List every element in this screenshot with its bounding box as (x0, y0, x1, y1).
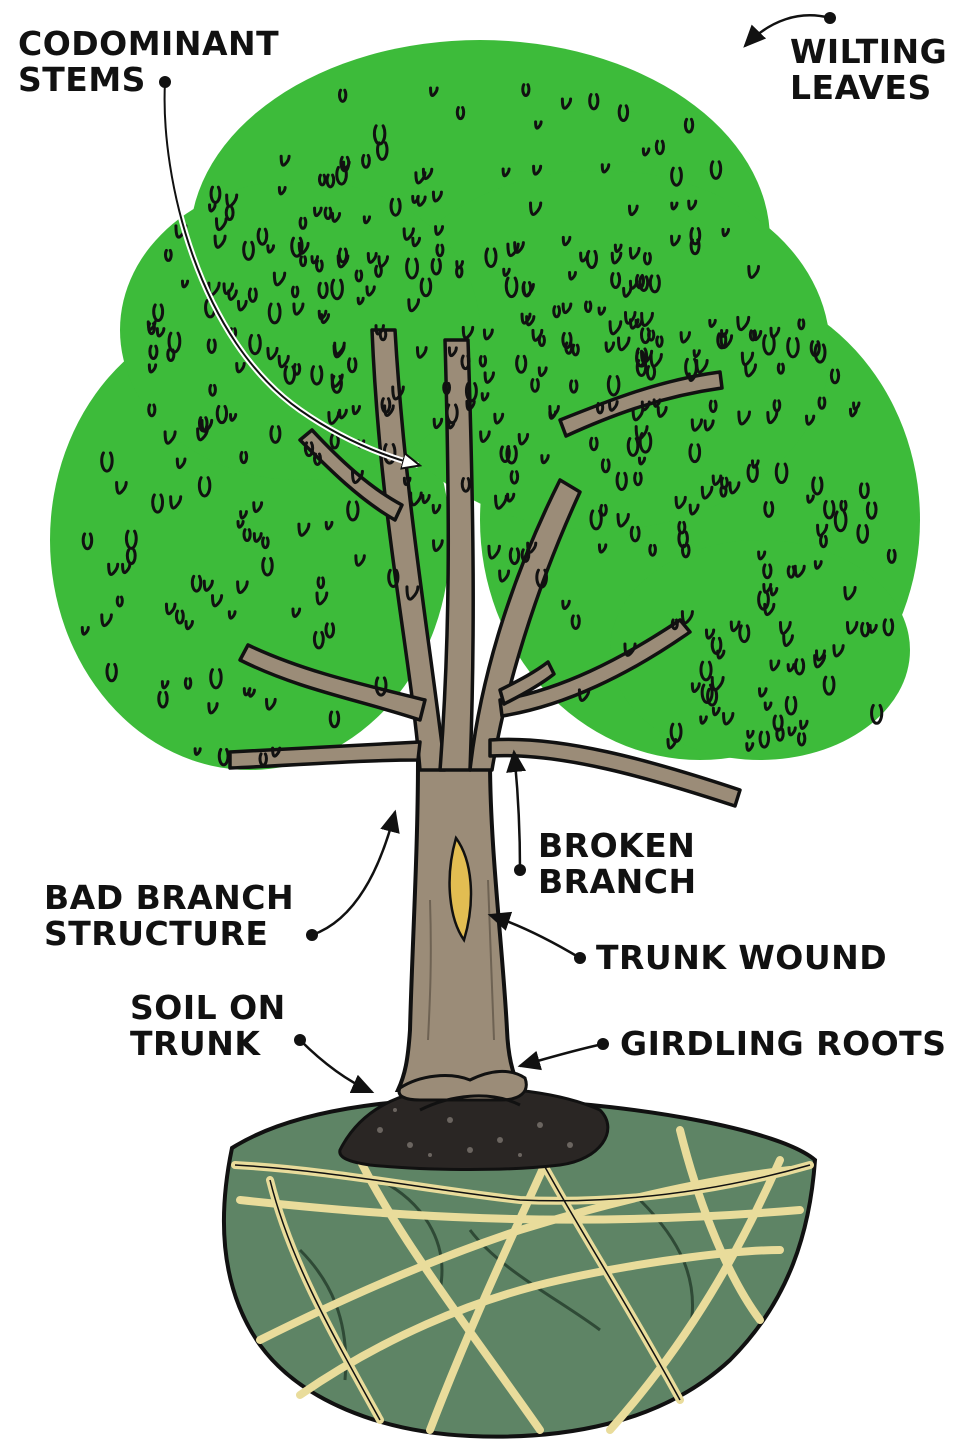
label-bad-branch-structure: BAD BRANCH STRUCTURE (44, 880, 294, 952)
arrow-icon (300, 1040, 372, 1092)
label-line: WILTING (790, 34, 947, 70)
label-line: TRUNK WOUND (596, 940, 887, 976)
label-trunk-wound: TRUNK WOUND (596, 940, 887, 976)
label-wilting-leaves: WILTING LEAVES (790, 34, 947, 106)
label-line: BROKEN (538, 828, 697, 864)
label-soil-on-trunk: SOIL ON TRUNK (130, 990, 286, 1062)
label-line: TRUNK (130, 1026, 286, 1062)
label-codominant-stems: CODOMINANT STEMS (18, 26, 279, 98)
arrow-icon (490, 915, 580, 958)
label-line: BRANCH (538, 864, 697, 900)
label-line: STRUCTURE (44, 916, 294, 952)
trunk-icon (398, 760, 526, 1110)
arrow-icon (520, 1044, 603, 1066)
label-line: GIRDLING ROOTS (620, 1026, 946, 1062)
label-line: CODOMINANT (18, 26, 279, 62)
foliage-icon (50, 40, 920, 770)
arrow-icon (312, 812, 395, 935)
label-line: BAD BRANCH (44, 880, 294, 916)
label-line: STEMS (18, 62, 279, 98)
label-broken-branch: BROKEN BRANCH (538, 828, 697, 900)
label-line: LEAVES (790, 70, 947, 106)
label-girdling-roots: GIRDLING ROOTS (620, 1026, 946, 1062)
arrow-icon (514, 752, 520, 870)
label-line: SOIL ON (130, 990, 286, 1026)
